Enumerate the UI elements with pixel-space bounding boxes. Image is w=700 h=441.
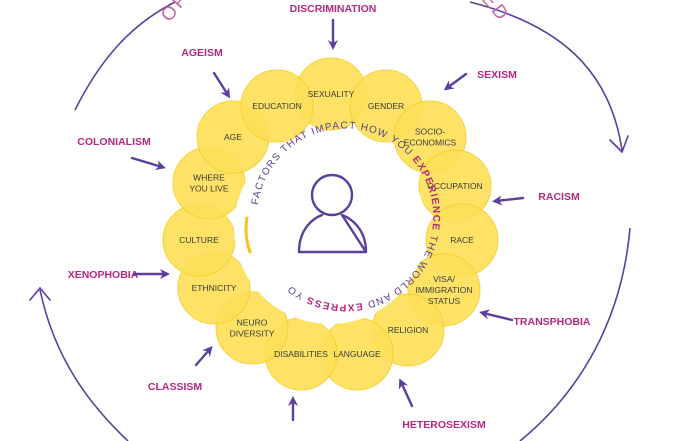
factor-label: CULTURE	[179, 235, 219, 245]
factor-label: ECONOMICS	[404, 138, 457, 148]
factor-circle	[240, 69, 314, 143]
factor-label: SEXUALITY	[308, 89, 355, 99]
arrow-icon	[212, 71, 231, 99]
outer-ring-arrowheads	[29, 135, 629, 301]
factor-label: AGE	[224, 132, 242, 142]
factor-label: EDUCATION	[252, 101, 301, 111]
arrow-icon	[479, 309, 514, 322]
oppression-label: TRANSPHOBIA	[513, 316, 590, 328]
factor-label: VISA/	[433, 274, 455, 284]
oppression-label: DISCRIMINATION	[290, 3, 377, 15]
outer-cycle-ring	[39, 1, 631, 441]
factor-label: GENDER	[368, 101, 404, 111]
arrow-icon	[491, 195, 525, 206]
factor-label: RELIGION	[388, 325, 429, 335]
arrow-icon	[443, 72, 468, 91]
outer-ring-arc-right-lower	[519, 227, 631, 441]
factor-label: LANGUAGE	[333, 349, 381, 359]
oppression-label: COLONIALISM	[77, 136, 151, 148]
factor-label: OCCUPATION	[427, 181, 482, 191]
person-icon	[297, 173, 368, 254]
oppression-label: SEXISM	[477, 69, 517, 81]
arrow-icon	[398, 378, 414, 408]
factor-labels: SEXUALITY GENDER SOCIO-ECONOMICS OCCUPATION…	[179, 89, 482, 359]
arrow-icon	[130, 156, 166, 171]
outer-ring-arc-right	[469, 1, 623, 151]
ring-arrowhead-right	[609, 135, 629, 154]
factor-label: DISABILITIES	[274, 349, 328, 359]
arrow-icon	[194, 345, 213, 367]
outer-ring-arc-left	[39, 289, 129, 441]
factor-label: DIVERSITY	[230, 329, 275, 339]
oppression-label: XENOPHOBIA	[68, 269, 139, 281]
factor-circles	[162, 57, 499, 391]
ring-arrowhead-left	[29, 286, 51, 301]
oppression-label: CLASSISM	[148, 381, 203, 393]
accent-mark	[244, 216, 252, 254]
factor-label: STATUS	[428, 296, 461, 306]
inner-disk	[234, 132, 426, 324]
factor-label: WHERE	[193, 173, 225, 183]
oppression-labels: DISCRIMINATION SEXISM RACISM TRANSPHOBIA HET…	[68, 3, 591, 431]
factor-label: RACE	[450, 235, 474, 245]
outer-ring-arc-topleft	[74, 1, 176, 111]
factor-label: NEURO	[237, 318, 268, 328]
oppression-label: HETEROSEXISM	[402, 419, 486, 431]
factor-label: ETHNICITY	[192, 283, 237, 293]
factor-label: IMMIGRATION	[416, 285, 473, 295]
factor-label: YOU LIVE	[189, 184, 229, 194]
oppression-label: AGEISM	[181, 47, 223, 59]
factor-label: SOCIO-	[415, 127, 445, 137]
oppression-label: RACISM	[538, 191, 580, 203]
